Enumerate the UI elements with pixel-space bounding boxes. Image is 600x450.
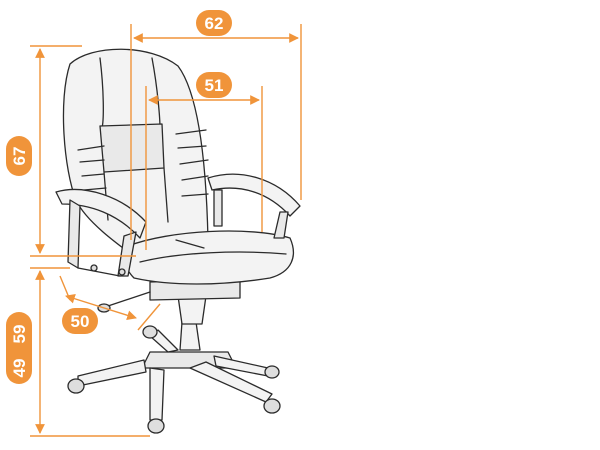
chair-seat: [123, 230, 294, 285]
seat-depth-label: 50: [71, 312, 90, 331]
chair-armrest-left: [55, 188, 147, 277]
dimension-lines: [30, 24, 302, 437]
dimension-badge-backrest-height: 67: [6, 136, 32, 176]
overall-width-label: 62: [205, 14, 224, 33]
chair-mechanism: [97, 279, 241, 325]
chair-armrest-right: [207, 173, 301, 239]
seat-height-max-label: 59: [10, 325, 29, 344]
seat-height-min-label: 49: [10, 359, 29, 378]
dimension-badge-overall-width: 62: [196, 10, 232, 36]
dimension-badge-seat-depth: 50: [62, 308, 98, 334]
dimension-badge-seat-height: 49 59: [6, 312, 32, 384]
office-chair-icon: [55, 48, 301, 434]
chair-base: [67, 321, 281, 434]
dimension-badge-seat-width: 51: [196, 72, 232, 98]
seat-width-label: 51: [205, 76, 224, 95]
backrest-height-label: 67: [10, 147, 29, 166]
